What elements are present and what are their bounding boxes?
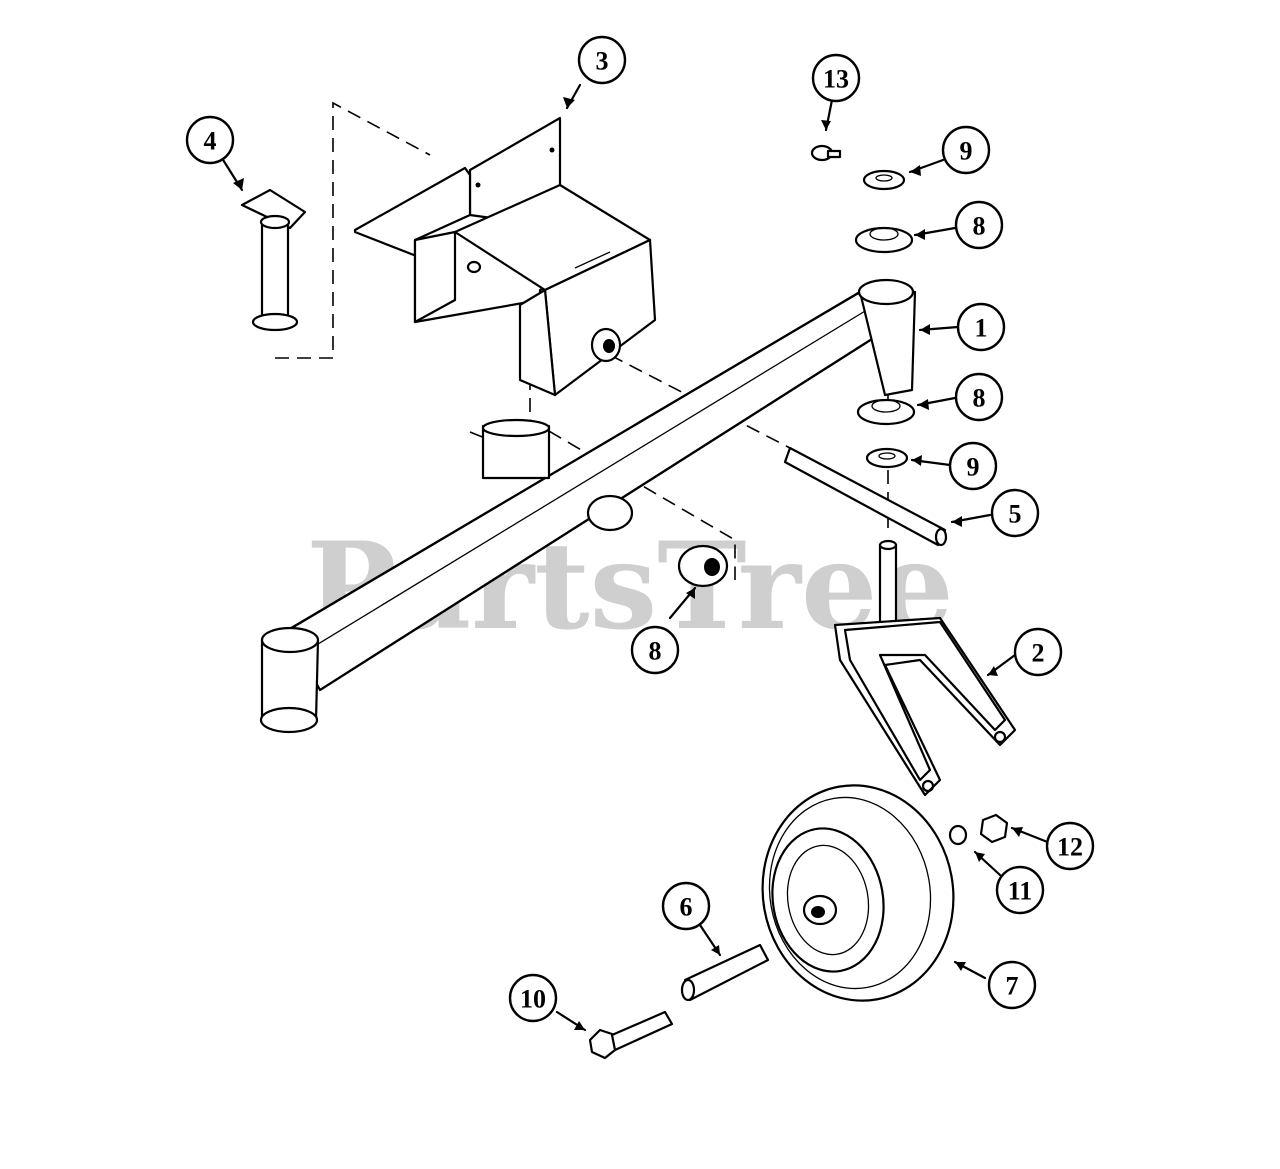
callout-label: 8 [973, 384, 986, 413]
callout-4: 4 [185, 115, 235, 165]
callout-label: 8 [973, 212, 986, 241]
callout-10: 10 [508, 973, 558, 1023]
callout-8-upper: 8 [954, 200, 1004, 250]
callout-label: 12 [1057, 833, 1083, 862]
callout-label: 6 [680, 893, 693, 922]
part-8-spacer [677, 544, 729, 588]
callout-label: 1 [975, 314, 988, 343]
part-4-pin [240, 188, 307, 332]
callout-13: 13 [811, 53, 861, 103]
callout-label: 8 [649, 637, 662, 666]
callout-2: 2 [1013, 627, 1063, 677]
part-7-wheel [761, 784, 955, 1002]
callout-label: 4 [204, 127, 217, 156]
callout-9-lower: 9 [948, 441, 998, 491]
part-10-bolt [588, 1010, 674, 1060]
callout-3: 3 [577, 35, 627, 85]
callout-label: 3 [596, 47, 609, 76]
callout-6: 6 [661, 881, 711, 931]
callout-7: 7 [987, 960, 1037, 1010]
part-1-axle-arm [259, 278, 917, 734]
callout-label: 9 [967, 453, 980, 482]
callout-8-lower: 8 [630, 625, 680, 675]
part-5-rod [783, 446, 948, 547]
callout-11: 11 [995, 865, 1045, 915]
callout-label: 13 [823, 65, 849, 94]
part-13-screw [810, 144, 842, 162]
part-6-sleeve [680, 943, 770, 1002]
part-2-caster-fork [833, 539, 1017, 797]
callout-label: 10 [520, 985, 546, 1014]
callout-5: 5 [990, 488, 1040, 538]
callout-1: 1 [956, 302, 1006, 352]
callout-12: 12 [1045, 821, 1095, 871]
part-3-bracket [353, 116, 657, 397]
callout-8-middle: 8 [954, 372, 1004, 422]
callout-9-upper: 9 [941, 125, 991, 175]
callout-label: 7 [1006, 972, 1019, 1001]
callout-label: 5 [1009, 500, 1022, 529]
callout-label: 2 [1032, 639, 1045, 668]
leader-lines [218, 83, 1052, 1032]
callout-label: 9 [960, 137, 973, 166]
part-8-9-bushings [854, 169, 916, 469]
part-11-12-washer-nut [948, 813, 1009, 846]
callout-label: 11 [1008, 877, 1033, 906]
